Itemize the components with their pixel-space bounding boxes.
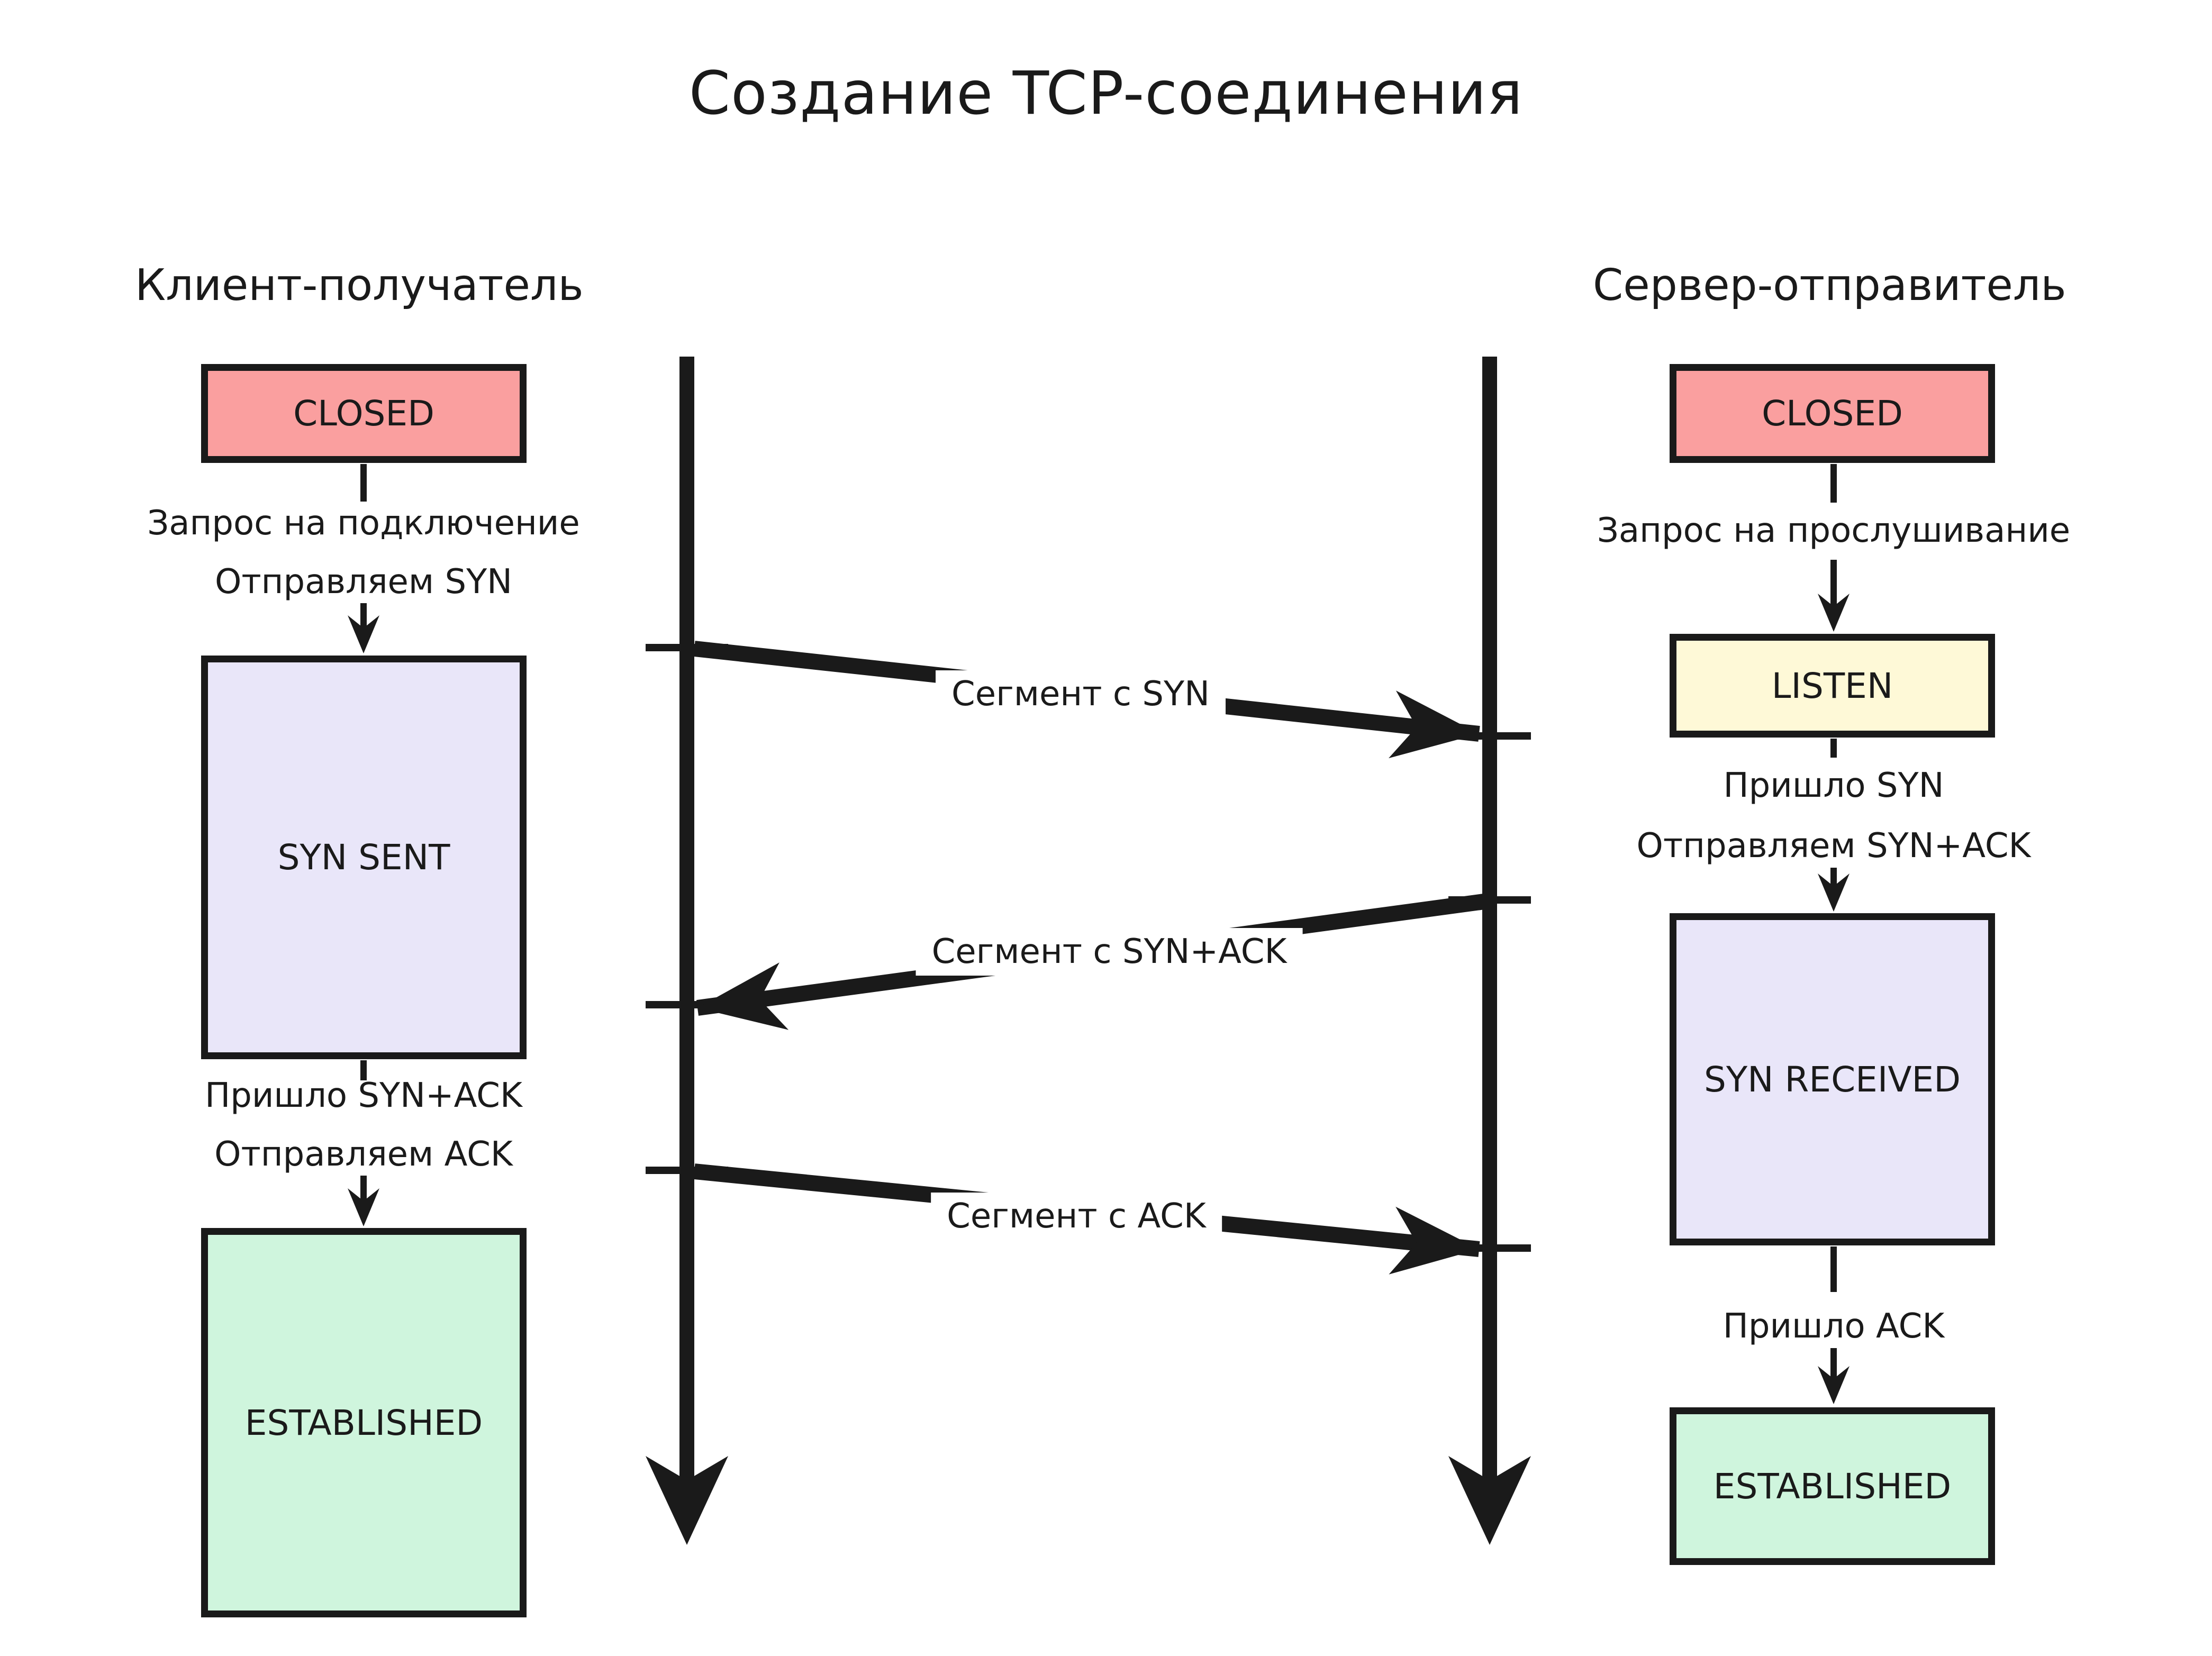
client-state-established: ESTABLISHED	[201, 1228, 527, 1617]
server-state-established: ESTABLISHED	[1670, 1407, 1995, 1565]
synack-segment-label: Сегмент с SYN+ACK	[915, 928, 1303, 976]
client-transition-connect-line1: Запрос на подключение	[147, 504, 580, 543]
server-state-listen: LISTEN	[1670, 634, 1995, 738]
client-transition-connectors	[348, 464, 379, 1226]
server-state-closed: CLOSED	[1670, 364, 1995, 463]
server-state-syn-received: SYN RECEIVED	[1670, 913, 1995, 1245]
client-transition-gotsynack-line1: Пришло SYN+ACK	[205, 1076, 522, 1115]
server-timeline	[1448, 357, 1531, 1545]
server-transition-connectors	[1818, 464, 1850, 1404]
ack-segment-label: Сегмент с ACK	[931, 1193, 1222, 1240]
server-timeline-arrowhead-icon	[1448, 1456, 1531, 1545]
client-state-syn-sent: SYN SENT	[201, 656, 527, 1059]
server-syn-received-label: SYN RECEIVED	[1703, 1059, 1961, 1100]
server-listen-label: LISTEN	[1771, 665, 1893, 706]
client-transition-gotsynack-line2: Отправляем ACK	[214, 1135, 513, 1174]
client-transition-connect-line2: Отправляем SYN	[214, 562, 513, 602]
client-state-closed: CLOSED	[201, 364, 527, 463]
server-arrowhead-to-established-icon	[1818, 1366, 1850, 1404]
client-syn-sent-label: SYN SENT	[277, 837, 450, 878]
client-arrowhead-to-established-icon	[348, 1188, 379, 1226]
client-timeline	[646, 357, 728, 1545]
server-closed-label: CLOSED	[1762, 393, 1903, 434]
server-arrowhead-to-listen-icon	[1818, 594, 1850, 632]
server-transition-gotsyn-line2: Отправляем SYN+ACK	[1636, 826, 2031, 866]
server-transition-listen-line1: Запрос на прослушивание	[1597, 511, 2071, 550]
syn-segment-label: Сегмент с SYN	[936, 670, 1226, 718]
client-column-header: Клиент-получатель	[135, 260, 584, 311]
client-arrowhead-to-synsent-icon	[348, 615, 379, 653]
server-arrowhead-to-synreceived-icon	[1818, 874, 1850, 912]
client-established-label: ESTABLISHED	[244, 1402, 483, 1443]
server-column-header: Сервер-отправитель	[1593, 260, 2066, 311]
server-established-label: ESTABLISHED	[1713, 1466, 1952, 1507]
client-closed-label: CLOSED	[293, 393, 434, 434]
page-title: Создание TCP-соединения	[688, 59, 1524, 128]
server-transition-gotsyn-line1: Пришло SYN	[1723, 766, 1944, 805]
client-timeline-arrowhead-icon	[646, 1456, 728, 1545]
server-transition-gotack-line1: Пришло ACK	[1723, 1307, 1945, 1346]
